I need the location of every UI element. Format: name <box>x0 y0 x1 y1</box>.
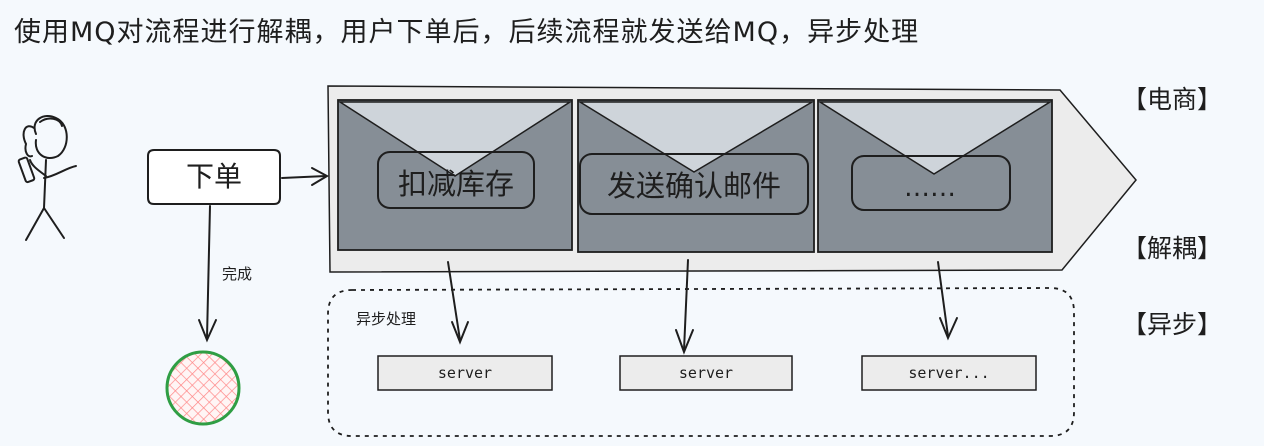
arrow-order-to-queue <box>281 167 330 186</box>
server-label-3: server... <box>908 364 989 382</box>
page-title: 使用MQ对流程进行解耦，用户下单后，后续流程就发送给MQ，异步处理 <box>14 17 920 48</box>
order-button[interactable]: 下单 <box>147 149 281 205</box>
queue-message-email: 发送确认邮件 <box>577 99 815 253</box>
server-label-1: server <box>438 364 492 382</box>
label-async: 【异步】 <box>1122 310 1223 339</box>
queue-message-more: …… <box>817 99 1053 253</box>
server-label-2: server <box>679 364 733 382</box>
task-label-stock: 扣减库存 <box>398 167 514 201</box>
arrows-queue-to-servers <box>447 259 958 355</box>
task-label-email: 发送确认邮件 <box>607 169 781 203</box>
complete-node <box>165 350 241 426</box>
async-group-title: 异步处理 <box>356 310 416 328</box>
server-box-1: server <box>377 355 553 391</box>
async-group-frame <box>327 287 1075 437</box>
label-ecommerce: 【电商】 <box>1122 85 1223 114</box>
user-figure-icon <box>17 115 77 241</box>
arrow-order-to-complete <box>198 205 217 343</box>
complete-label: 完成 <box>222 265 252 283</box>
server-box-2: server <box>619 355 793 391</box>
queue-message-stock: 扣减库存 <box>337 99 573 251</box>
label-decouple: 【解耦】 <box>1122 234 1223 263</box>
task-label-more: …… <box>904 173 956 203</box>
order-button-label: 下单 <box>186 160 242 193</box>
server-box-3: server... <box>861 355 1037 391</box>
